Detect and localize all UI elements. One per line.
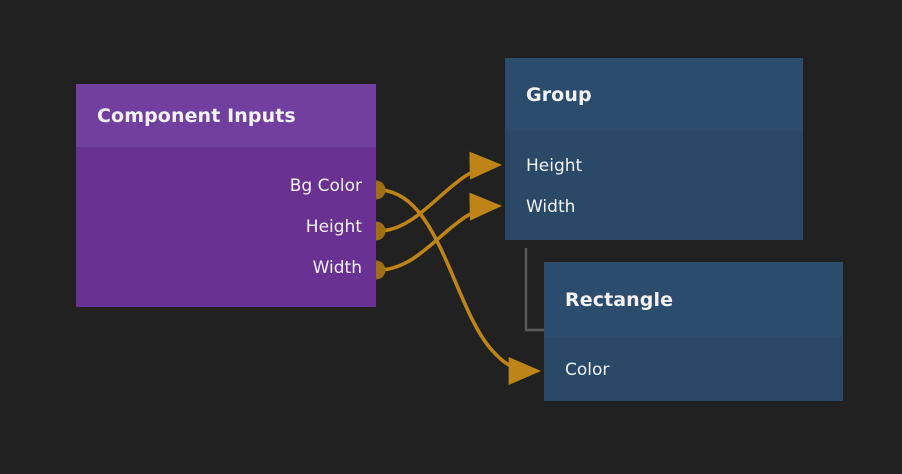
node-component-inputs-body: Bg Color Height Width <box>76 147 376 307</box>
wire-width-to-group-width <box>377 192 503 272</box>
node-component-inputs-title: Component Inputs <box>97 104 296 127</box>
node-rectangle-body: Color <box>544 337 843 401</box>
node-component-inputs[interactable]: Component Inputs Bg Color Height Width <box>76 84 376 307</box>
input-port-rectangle-color-label: Color <box>565 359 610 380</box>
node-rectangle[interactable]: Rectangle Color <box>544 262 843 401</box>
input-port-group-height[interactable]: Height <box>505 145 803 186</box>
output-port-width[interactable]: Width <box>76 247 376 288</box>
output-port-bg-color[interactable]: Bg Color <box>76 165 376 206</box>
output-port-bg-color-label: Bg Color <box>289 175 362 196</box>
input-port-rectangle-color[interactable]: Color <box>544 349 843 390</box>
node-group[interactable]: Group Height Width <box>505 58 803 240</box>
wire-height-to-group-height <box>377 151 503 233</box>
grouping-bracket <box>524 248 544 332</box>
node-component-inputs-header[interactable]: Component Inputs <box>76 84 376 147</box>
input-port-group-height-label: Height <box>526 155 583 176</box>
input-port-group-width[interactable]: Width <box>505 186 803 227</box>
node-rectangle-header[interactable]: Rectangle <box>544 262 843 337</box>
output-port-width-label: Width <box>312 257 362 278</box>
output-port-height[interactable]: Height <box>76 206 376 247</box>
node-group-body: Height Width <box>505 131 803 240</box>
node-rectangle-title: Rectangle <box>565 288 674 311</box>
output-port-height-label: Height <box>305 216 362 237</box>
input-port-group-width-label: Width <box>526 196 576 217</box>
node-group-title: Group <box>526 83 592 106</box>
node-group-header[interactable]: Group <box>505 58 803 131</box>
